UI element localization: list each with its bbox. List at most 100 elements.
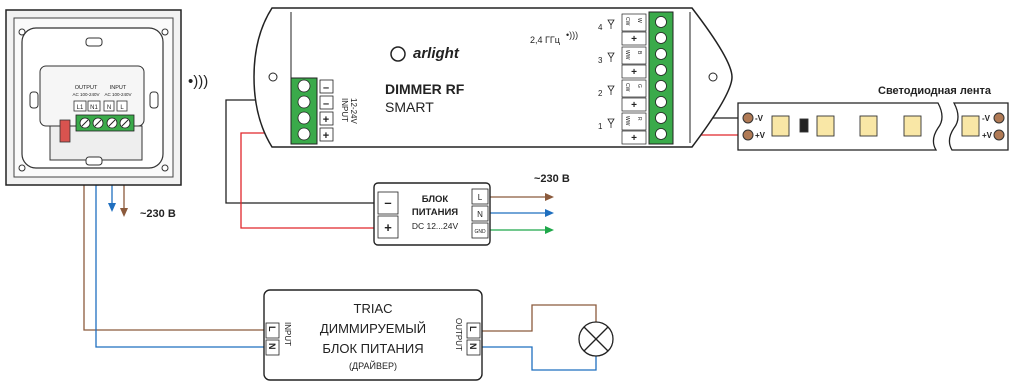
psu-title-line1: БЛОК — [422, 194, 449, 205]
led-strip-pad-plus-left — [742, 129, 754, 141]
led-strip-right-minus: -V — [982, 114, 991, 123]
triac-output-box-n — [466, 339, 481, 356]
dimmer-channel-2-plus: + — [631, 100, 637, 111]
dimmer-channel-number-1: 1 — [598, 122, 603, 131]
dimmer-channel-3: 3 WW B + — [598, 46, 647, 79]
dimmer-channel-1-plus-box — [621, 130, 647, 145]
dimmer-frequency-rf-icon: •))) — [566, 30, 578, 40]
psu-minus: – — [384, 195, 391, 210]
dimmer-output-screw-2 — [655, 32, 667, 44]
dimmer-channel-3-label-b: B — [636, 51, 642, 55]
psu-terminal-box-l — [471, 188, 489, 205]
panel-slot-top — [85, 37, 103, 47]
dimmer-output-screws — [655, 16, 667, 140]
panel-terminal-n1: N1 — [90, 105, 98, 111]
panel-slot-right — [149, 91, 159, 109]
arrow-heads — [108, 193, 554, 234]
dimmer-title: DIMMER RF — [385, 81, 465, 97]
led-resistor — [799, 118, 809, 133]
dimmer-subtitle: SMART — [385, 99, 434, 115]
triac-input-n: N — [267, 343, 277, 350]
panel-terminal-l1: L1 — [77, 105, 84, 111]
panel-input-label: INPUT — [110, 85, 127, 91]
psu-terminal-gnd: GND — [474, 229, 486, 235]
lamp-cross-b — [583, 326, 609, 352]
led-strip: Светодиодная лента -V +V -V +V — [737, 85, 1009, 151]
arrow-psu-n — [545, 209, 554, 217]
arrow-panel-blue — [108, 203, 116, 212]
dimmer-input-sign-3: + — [323, 114, 329, 126]
psu-spec: DC 12...24V — [412, 221, 459, 231]
led-icon-ch2 — [607, 85, 615, 95]
psu-terminal-box-n — [471, 205, 489, 222]
dimmer-input-sign-box-4 — [319, 127, 334, 142]
dimmer-channel-3-label-a: WW — [624, 50, 630, 60]
triac-line2: ДИММИРУЕМЫЙ — [320, 321, 426, 336]
panel-hole-bl — [18, 164, 26, 172]
led-icon-ch3 — [607, 52, 615, 62]
panel-terminal-block — [75, 114, 135, 132]
dimmer-channel-number-3: 3 — [598, 56, 603, 65]
dimmer-channel-4-label-box — [621, 13, 647, 32]
wall-panel: OUTPUT AC 100-240V INPUT AC 100-240V L1 … — [5, 9, 182, 220]
dimmer-input-sign-1: – — [323, 82, 329, 94]
dimmer-channel-3-plus: + — [631, 67, 637, 78]
arrow-panel-brown — [120, 208, 128, 217]
dimmer-input-sign-box-1 — [319, 79, 334, 94]
dimmer-output-screw-4 — [655, 64, 667, 76]
dimmer-channel-1-plus: + — [631, 133, 637, 144]
dimmer-input-sign-box-3 — [319, 111, 334, 126]
panel-screw-slot-2 — [94, 119, 102, 127]
led-strip-pad-plus-right — [993, 129, 1005, 141]
panel-slot-left — [29, 91, 39, 109]
panel-terminal-box-n1 — [87, 100, 101, 112]
dimmer-input-sign-4: + — [323, 130, 329, 142]
psu-terminal-l: L — [478, 193, 483, 202]
led-chip-4 — [903, 115, 922, 137]
panel-screw-slots — [81, 119, 129, 127]
triac-input-box-n — [265, 339, 280, 356]
triac-line4: (ДРАЙВЕР) — [349, 360, 397, 371]
triac-line1: TRIAC — [354, 301, 393, 316]
panel-terminal-labels: L1 N1 N L — [73, 100, 128, 112]
panel-red-switch — [59, 119, 71, 143]
wire-lamp-l — [482, 304, 597, 332]
dimmer-brand-logo — [390, 46, 406, 62]
panel-hole-tl — [18, 28, 26, 36]
dimmer-channel-number-4: 4 — [598, 23, 603, 32]
panel-voltage-label: ~230 В — [140, 208, 176, 220]
led-strip-left-minus: -V — [755, 114, 764, 123]
panel-screw-slot-4 — [121, 119, 129, 127]
led-icon-ch4 — [607, 19, 615, 29]
psu-voltage-label: ~230 В — [534, 173, 570, 185]
psu-minus-box — [377, 191, 399, 215]
dimmer-input-screw-3 — [297, 111, 311, 125]
triac-input-box-l — [265, 322, 280, 339]
led-chips — [771, 115, 980, 137]
led-strip-pad-minus-left — [742, 112, 754, 124]
dimmer-input-screw-1 — [297, 79, 311, 93]
dimmer-input-signs: – – + + — [323, 82, 329, 142]
led-strip-title: Светодиодная лента — [878, 85, 992, 97]
dimmer-channel-3-label-box — [621, 46, 647, 65]
dimmer-input-voltage: 12-24V — [349, 98, 358, 124]
psu-plus: + — [384, 220, 392, 235]
wire-lamp-n — [482, 346, 597, 371]
power-supply: – + БЛОК ПИТАНИЯ DC 12...24V L N GND ~23… — [373, 173, 570, 246]
triac-driver: L N INPUT L N OUTPUT TRIAC ДИММИРУЕМЫЙ Б… — [263, 289, 483, 381]
panel-hole-br — [161, 164, 169, 172]
arrow-psu-l — [545, 193, 554, 201]
dimmer-channel-2-label-b: G — [636, 84, 642, 88]
dimmer-input-screw-4 — [297, 127, 311, 141]
psu-terminal-box-gnd — [471, 222, 489, 239]
led-strip-segment-left — [737, 102, 943, 151]
dimmer-output-terminal-block — [648, 11, 674, 145]
dimmer-brand: arlight — [413, 45, 460, 62]
panel-slot-bottom — [85, 156, 103, 166]
dimmer-input-screws — [297, 79, 311, 141]
lamp-icon — [578, 321, 614, 357]
panel-terminal-box-l1 — [73, 100, 87, 112]
dimmer-channel-3-plus-box — [621, 64, 647, 79]
triac-output-l: L — [468, 326, 478, 332]
led-strip-right-plus: +V — [982, 131, 993, 140]
